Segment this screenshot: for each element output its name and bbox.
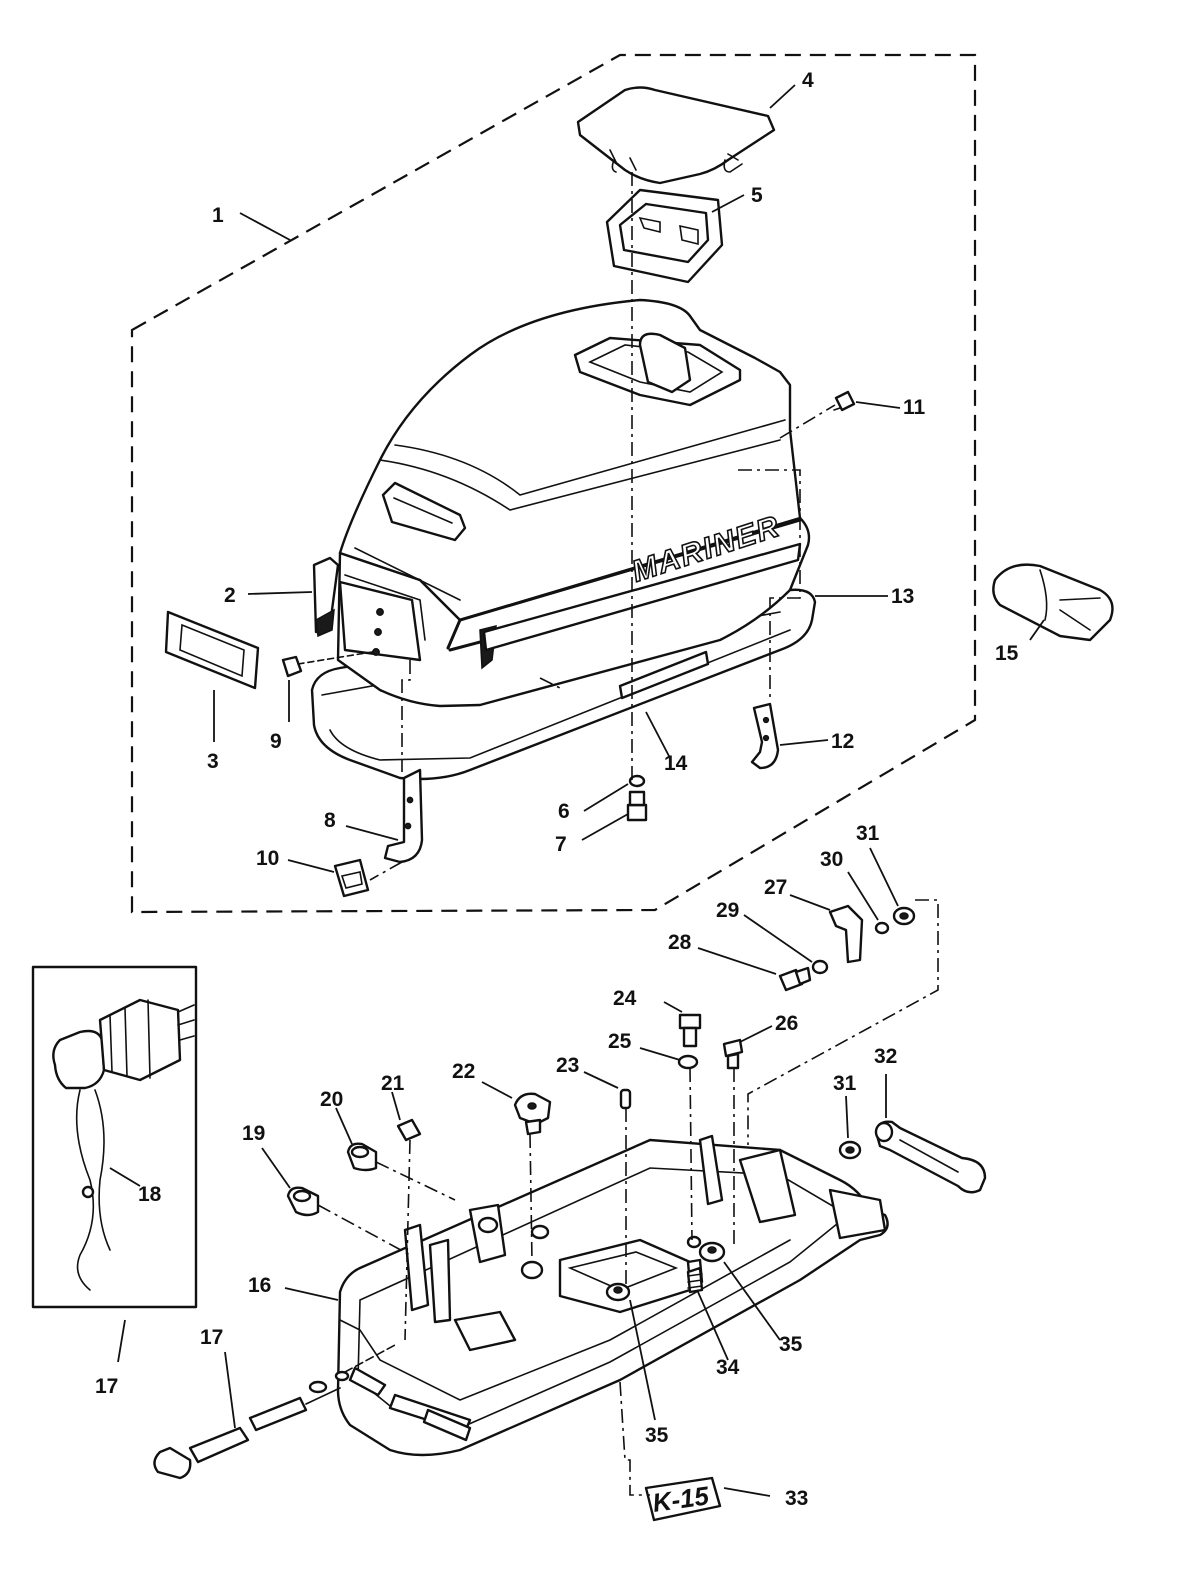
part-34-spring [686,1266,704,1294]
part-31-grommet-lower [838,1140,862,1160]
part-31-grommet-upper [892,906,916,926]
part-12-bracket [750,702,780,770]
part-9-screw [281,651,373,678]
callout-labels: 1 2 3 4 5 6 7 8 9 10 11 12 13 14 15 16 1… [95,69,1019,1510]
part-8-bracket [383,768,424,864]
top-cowl-assembly-boundary [130,53,977,914]
callout-18: 18 [138,1183,162,1206]
callout-6: 6 [558,800,570,823]
callout-28: 28 [668,931,692,954]
callout-7: 7 [555,833,567,856]
leader-lines [109,84,1045,1497]
part-26-bolt [722,1038,744,1070]
callout-22: 22 [452,1060,475,1083]
callout-8: 8 [324,809,336,832]
part-24-bolt [678,1013,702,1048]
callout-4: 4 [802,69,814,92]
callout-17-inset: 17 [95,1375,118,1398]
part-5-bracket-housing [605,188,724,284]
callout-11: 11 [903,396,926,419]
part-17-kill-switch-lanyard [153,1344,396,1480]
callout-26: 26 [775,1012,798,1035]
part-11-screw [833,390,856,412]
callout-3: 3 [207,750,219,773]
callout-31-lower: 31 [833,1072,857,1095]
callout-5: 5 [751,184,763,207]
callout-29: 29 [716,899,739,922]
callout-13: 13 [891,585,914,608]
part-4-access-cover [576,86,776,185]
callout-34: 34 [716,1356,740,1379]
callout-17-lanyard: 17 [200,1326,223,1349]
callout-14: 14 [664,752,688,775]
callout-10: 10 [256,847,279,870]
part-32-lever [874,1120,987,1194]
part-25-washer [677,1054,699,1070]
callout-32: 32 [874,1045,897,1068]
part-22-grommet [513,1092,552,1136]
part-23-pin [619,1088,632,1110]
callout-31-upper: 31 [856,822,880,845]
part-27-bracket [828,904,864,964]
part-10-clip [333,858,370,898]
callout-15: 15 [995,642,1019,665]
part-6-washer [628,774,646,788]
callout-23: 23 [556,1054,579,1077]
detail-inset-box [31,965,198,1309]
callout-2: 2 [224,584,236,607]
part-19-grommet [286,1186,320,1217]
callout-27: 27 [764,876,787,899]
callout-16: 16 [248,1274,271,1297]
callout-33: 33 [785,1487,808,1510]
callout-19: 19 [242,1122,265,1145]
part-1-top-cowl: MARINER [310,298,817,781]
callout-30: 30 [820,848,843,871]
part-3-decal [164,610,260,690]
callout-1: 1 [212,204,224,227]
callout-12: 12 [831,730,854,753]
part-21-clip [396,1118,422,1142]
callout-35-left: 35 [645,1424,669,1447]
part-7-bolt [626,790,648,822]
part-33-badge: K-15 [644,1476,722,1522]
part-30-washer [874,921,890,935]
part-15-cover-sleeve [992,563,1114,642]
part-16-bottom-cowl [336,1134,889,1457]
callout-9: 9 [270,730,282,753]
callout-20: 20 [320,1088,343,1111]
part-29-washer [811,959,829,975]
part-28-bolt [778,966,812,992]
callout-35-right: 35 [779,1333,803,1356]
callout-25: 25 [608,1030,632,1053]
callout-21: 21 [381,1072,405,1095]
part-20-grommet [346,1142,378,1172]
callout-24: 24 [613,987,637,1010]
installation-lines [317,404,939,1496]
